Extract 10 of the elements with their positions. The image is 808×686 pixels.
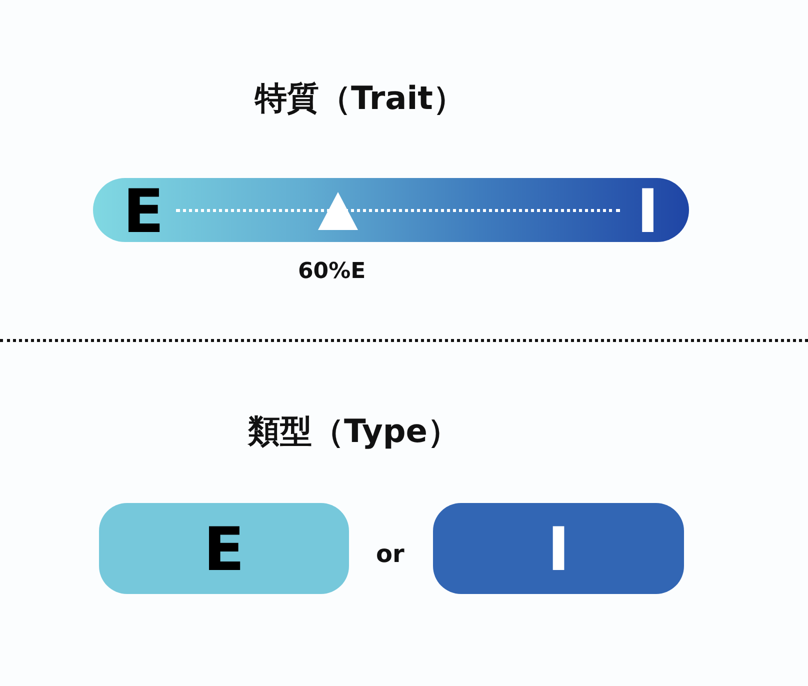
type-card bbox=[99, 503, 349, 594]
type-letter: E bbox=[204, 520, 244, 580]
type-letter: I bbox=[547, 520, 570, 580]
connector-word: or bbox=[376, 541, 404, 569]
section-heading: 特質（Trait） bbox=[255, 80, 465, 117]
pole-letter: I bbox=[636, 182, 659, 242]
section-heading: 類型（Type） bbox=[248, 413, 460, 450]
type-card bbox=[433, 503, 684, 594]
pole-letter: E bbox=[123, 182, 164, 242]
marker-value-text: 60%E bbox=[298, 259, 366, 284]
